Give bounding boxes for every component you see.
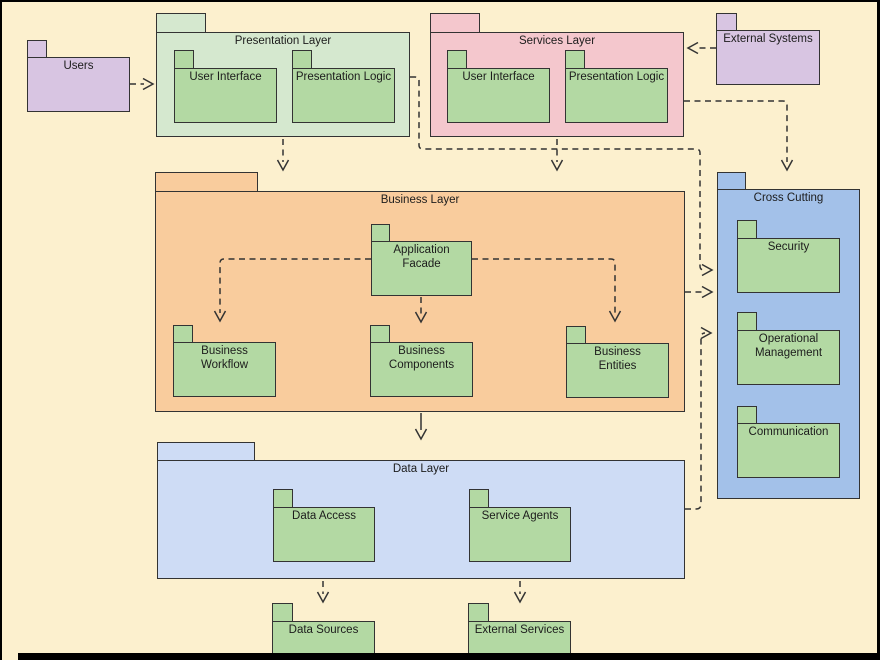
package-tab [737, 312, 757, 331]
arrowhead-right [701, 263, 714, 277]
package-body [174, 67, 277, 123]
package-body [27, 56, 130, 112]
arrowhead-down [513, 591, 527, 604]
arrowhead-right [701, 285, 714, 299]
frame-bottom-bar [18, 653, 880, 660]
package-body [469, 506, 571, 562]
package-tab [173, 325, 193, 343]
arrowhead-down [316, 591, 330, 604]
arrowhead-down [780, 159, 794, 172]
package-tab [156, 13, 206, 33]
frame-top-edge [0, 0, 880, 2]
package-tab [292, 50, 312, 69]
package-body [157, 459, 685, 579]
package-tab [430, 13, 480, 33]
package-body [565, 67, 668, 123]
package-tab [272, 603, 293, 622]
package-tab [566, 326, 586, 344]
package-body [737, 329, 840, 385]
package-body [716, 29, 820, 85]
arrowhead-right [142, 77, 155, 91]
connector-data-external-services[interactable] [513, 581, 527, 604]
arrowhead-right [700, 326, 713, 340]
connector-external-systems-services-layer[interactable] [686, 41, 716, 55]
frame-left-edge [0, 0, 2, 660]
package-body [173, 341, 276, 397]
package-body [566, 342, 669, 398]
package-tab [157, 442, 255, 461]
package-tab [174, 50, 194, 69]
connector-data-data-sources[interactable] [316, 581, 330, 604]
connector-business-cross-cutting[interactable] [685, 285, 714, 299]
package-body [737, 237, 840, 293]
connector-business-data[interactable] [414, 413, 428, 441]
connector-users-presentation-layer[interactable] [130, 77, 155, 91]
package-tab [27, 40, 47, 58]
frame-right-edge [877, 0, 880, 660]
package-tab [447, 50, 467, 69]
package-tab [737, 406, 757, 424]
package-tab [370, 325, 390, 343]
package-tab [565, 50, 585, 69]
package-body [273, 506, 375, 562]
connector-services-business[interactable] [550, 139, 564, 172]
arrowhead-down [276, 159, 290, 172]
package-body [447, 67, 550, 123]
package-body [292, 67, 395, 123]
package-tab [717, 172, 746, 190]
package-tab [371, 224, 390, 242]
arrowhead-down [414, 428, 428, 441]
arrowhead-left [686, 41, 699, 55]
package-body [371, 240, 472, 296]
arrowhead-down [550, 159, 564, 172]
package-tab [469, 489, 489, 508]
connector-presentation-business[interactable] [276, 139, 290, 172]
package-tab [155, 172, 258, 192]
package-tab [737, 220, 757, 239]
package-tab [273, 489, 293, 508]
package-tab [468, 603, 489, 622]
package-body [737, 422, 840, 478]
connector-data-cross-cutting[interactable] [685, 326, 713, 510]
package-tab [716, 13, 737, 31]
package-body [370, 341, 473, 397]
connector-services-cross-cutting[interactable] [684, 100, 794, 172]
